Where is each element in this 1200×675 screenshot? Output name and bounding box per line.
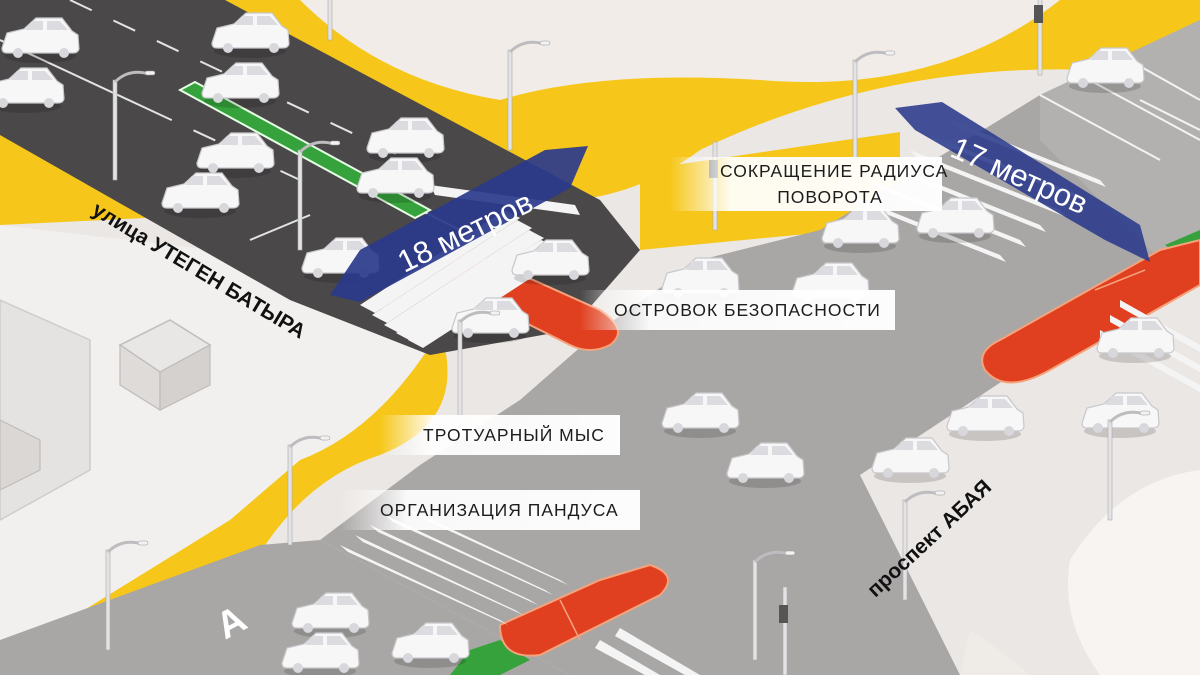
callout-sidewalk-cape-label: ТРОТУАРНЫЙ МЫС <box>423 424 605 445</box>
callout-safety-island: ОСТРОВОК БЕЗОПАСНОСТИ <box>580 290 895 330</box>
callout-safety-island-label: ОСТРОВОК БЕЗОПАСНОСТИ <box>614 299 881 320</box>
callout-ramp: ОРГАНИЗАЦИЯ ПАНДУСА <box>340 490 640 530</box>
callout-turn-radius-line1: СОКРАЩЕНИЕ РАДИУСА <box>720 161 949 181</box>
callout-turn-radius-line2: ПОВОРОТА <box>777 187 883 207</box>
callout-ramp-label: ОРГАНИЗАЦИЯ ПАНДУСА <box>380 499 619 520</box>
distance-arrow-icon <box>330 146 588 302</box>
distance-arrow-icon <box>895 102 1150 262</box>
callout-turn-radius: СОКРАЩЕНИЕ РАДИУСА ПОВОРОТА <box>670 157 949 211</box>
callout-sidewalk-cape: ТРОТУАРНЫЙ МЫС <box>380 415 620 455</box>
